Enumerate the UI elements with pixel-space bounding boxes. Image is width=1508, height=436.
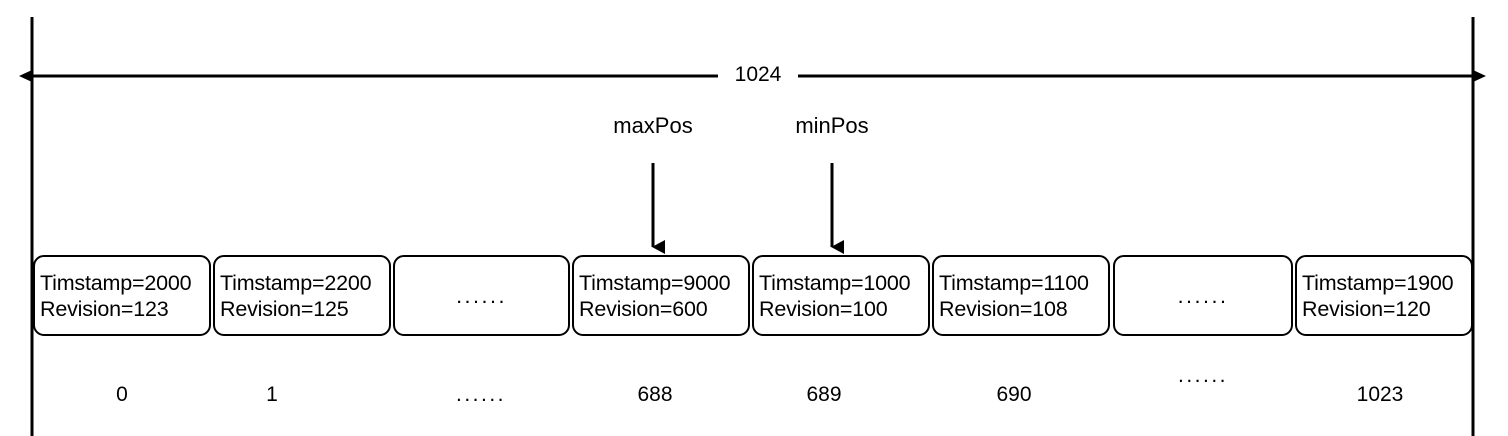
slot-timestamp-0: Timstamp=2000 [40, 270, 192, 295]
index-label-1: 1 [266, 383, 278, 406]
slot-timestamp-690: Timstamp=1100 [939, 270, 1089, 295]
slot-ellipsis-right: ...... [1177, 283, 1229, 308]
slot-box-690[interactable]: Timstamp=1100 Revision=108 [932, 255, 1110, 336]
index-label-ellipsis-right: ...... [1177, 364, 1228, 387]
index-label-1023: 1023 [1356, 383, 1404, 406]
slot-box-688[interactable]: Timstamp=9000 Revision=600 [572, 255, 750, 336]
slot-timestamp-1: Timstamp=2200 [220, 270, 372, 295]
slot-box-0[interactable]: Timstamp=2000 Revision=123 [33, 255, 211, 336]
slot-timestamp-689: Timstamp=1000 [759, 270, 911, 295]
slot-box-ellipsis-left[interactable]: ...... [393, 255, 570, 336]
slot-box-1[interactable]: Timstamp=2200 Revision=125 [213, 255, 391, 336]
slot-box-ellipsis-right[interactable]: ...... [1113, 255, 1293, 336]
dimension-label: 1024 [718, 63, 798, 87]
slot-ellipsis-left: ...... [456, 283, 507, 308]
slot-revision-689: Revision=100 [759, 296, 888, 321]
index-label-0: 0 [116, 383, 128, 406]
slot-revision-1: Revision=125 [220, 296, 349, 321]
slot-timestamp-1023: Timstamp=1900 [1302, 270, 1454, 295]
index-label-688: 688 [637, 383, 673, 406]
slot-revision-688: Revision=600 [579, 296, 708, 321]
slot-box-1023[interactable]: Timstamp=1900 Revision=120 [1295, 255, 1473, 336]
slot-revision-690: Revision=108 [939, 296, 1068, 321]
pointer-label-maxPos: maxPos [613, 113, 693, 138]
pointer-label-minPos: minPos [795, 113, 869, 138]
slot-timestamp-688: Timstamp=9000 [579, 270, 731, 295]
index-label-690: 690 [996, 383, 1032, 406]
index-label-ellipsis-left: ...... [455, 383, 506, 406]
index-label-689: 689 [806, 383, 842, 406]
slot-revision-1023: Revision=120 [1302, 296, 1431, 321]
slot-box-689[interactable]: Timstamp=1000 Revision=100 [752, 255, 930, 336]
slot-revision-0: Revision=123 [40, 296, 169, 321]
